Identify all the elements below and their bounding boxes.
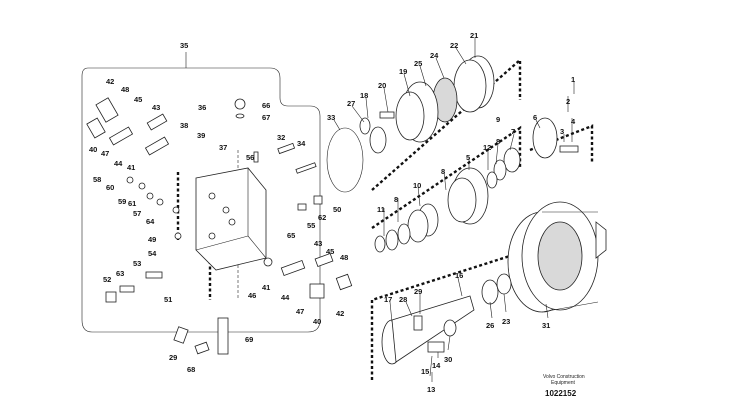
label-part-63: 63 [116,269,124,278]
label-part-43: 43 [152,103,160,112]
label-part-48b: 48 [340,253,348,262]
label-part-1: 1 [571,75,575,84]
motor-housing-part-31 [507,201,607,313]
label-part-68: 68 [187,365,195,374]
label-part-29b: 29 [169,353,177,362]
label-part-11: 11 [377,205,385,214]
label-part-31: 31 [542,321,550,330]
label-part-4: 4 [571,117,576,126]
cylinder-block-assembly [374,117,579,253]
label-part-55: 55 [307,221,315,230]
label-part-21: 21 [470,31,478,40]
label-part-52: 52 [103,275,111,284]
label-part-2: 2 [566,97,570,106]
label-part-3: 3 [560,127,564,136]
label-part-10: 10 [413,181,421,190]
label-part-62: 62 [318,213,326,222]
label-part-53: 53 [133,259,141,268]
label-part-42: 42 [106,77,114,86]
label-part-69: 69 [245,335,253,344]
label-part-56: 56 [246,153,254,162]
label-part-20: 20 [378,81,386,90]
label-part-59: 59 [118,197,126,206]
label-part-41: 41 [127,163,135,172]
label-part-26: 26 [486,321,494,330]
label-part-27: 27 [347,99,355,108]
label-part-15: 15 [421,367,429,376]
leader-lines [333,38,575,382]
label-part-66: 66 [262,101,270,110]
label-part-43b: 43 [314,239,322,248]
label-part-40b: 40 [313,317,321,326]
label-part-42b: 42 [336,309,344,318]
label-part-49: 49 [148,235,156,244]
dashed-line-middle [371,125,522,229]
label-part-7: 7 [511,127,515,136]
label-part-14: 14 [432,361,441,370]
label-part-57: 57 [133,209,141,218]
label-part-58: 58 [93,175,101,184]
label-part-34: 34 [297,139,306,148]
group-35-outline [81,67,321,333]
label-part-44: 44 [114,159,123,168]
label-part-61: 61 [128,199,136,208]
label-part-12: 12 [483,143,491,152]
o-ring-part-33 [326,127,364,193]
label-part-32: 32 [277,133,285,142]
label-part-6: 6 [533,113,537,122]
label-part-40: 40 [89,145,97,154]
label-part-5: 5 [466,153,470,162]
label-part-19: 19 [399,67,407,76]
label-part-17: 17 [384,295,392,304]
label-part-41b: 41 [262,283,270,292]
label-part-50: 50 [333,205,341,214]
label-part-9: 9 [496,115,500,124]
label-part-48: 48 [121,85,129,94]
label-part-23: 23 [502,317,510,326]
label-part-60: 60 [106,183,114,192]
label-part-28: 28 [399,295,407,304]
label-part-46: 46 [248,291,256,300]
label-part-8: 8 [496,137,500,146]
label-part-30: 30 [444,355,452,364]
part-labels: 1 2 3 4 5 6 7 8 8 8 9 10 11 12 13 14 15 … [89,31,576,394]
reference-number: 1022152 [545,389,577,398]
swash-plate-assembly [359,55,495,154]
label-part-54: 54 [148,249,157,258]
label-part-33: 33 [327,113,335,122]
label-part-18: 18 [360,91,368,100]
label-part-8b: 8 [441,167,445,176]
label-part-47: 47 [101,149,109,158]
valve-body-part-37 [195,167,267,271]
label-part-67: 67 [262,113,270,122]
label-part-51: 51 [164,295,172,304]
label-part-36: 36 [198,103,206,112]
label-part-25: 25 [414,59,422,68]
label-part-22: 22 [450,41,458,50]
caption-line-2: Equipment [551,380,576,386]
label-part-16: 16 [455,271,463,280]
label-part-29: 29 [414,287,422,296]
label-part-47b: 47 [296,307,304,316]
label-part-64: 64 [146,217,155,226]
dashed-line-lower [370,238,561,380]
label-part-37: 37 [219,143,227,152]
label-part-38: 38 [180,121,188,130]
label-part-24: 24 [430,51,439,60]
label-part-39: 39 [197,131,205,140]
label-part-45b: 45 [326,247,334,256]
label-part-45: 45 [134,95,142,104]
label-part-65: 65 [287,231,295,240]
small-valve-parts [86,97,353,355]
label-part-44b: 44 [281,293,290,302]
caption-line-1: Volvo Construction [543,374,585,380]
label-part-8c: 8 [394,195,398,204]
label-part-35: 35 [180,41,188,50]
label-part-13: 13 [427,385,435,394]
output-shaft-assembly [381,273,512,365]
